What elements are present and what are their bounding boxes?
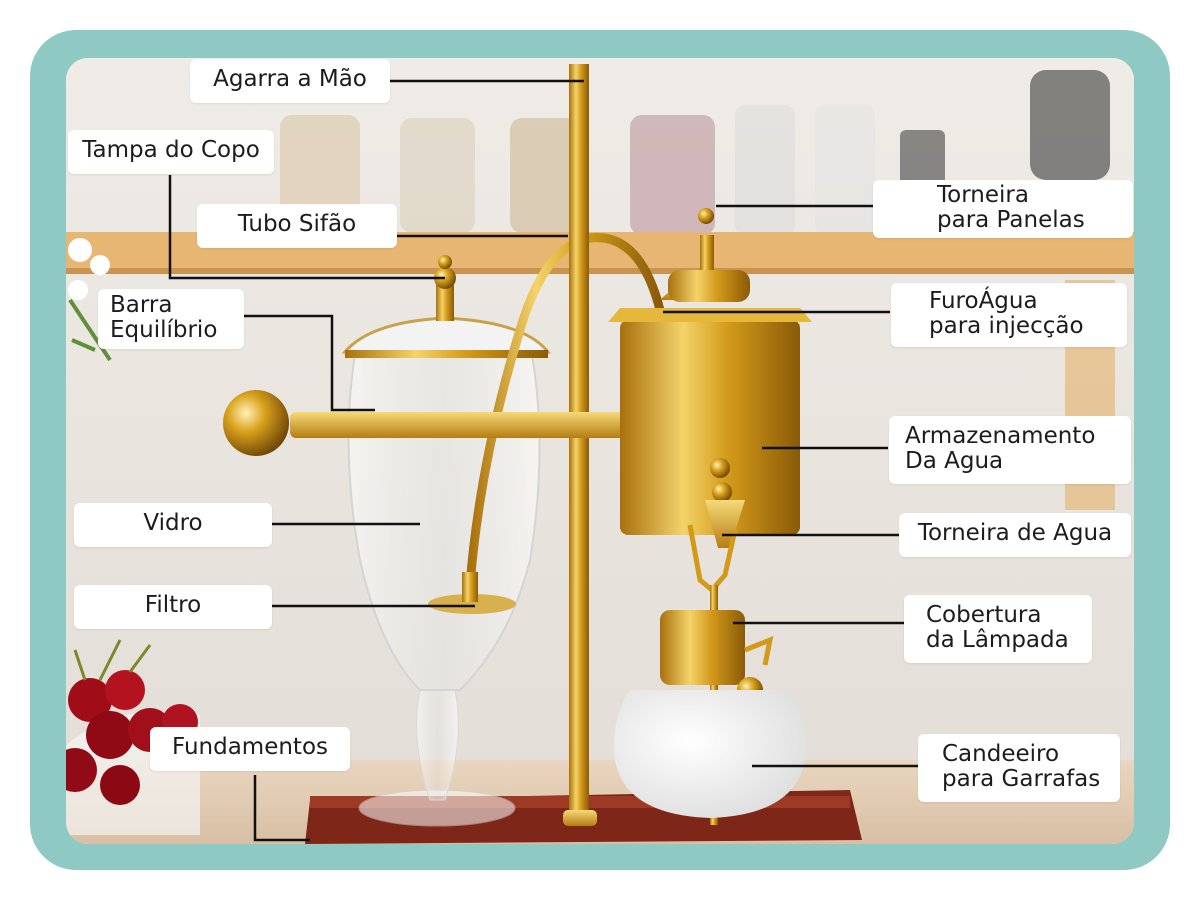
label-barra: Barra Equilíbrio [98, 289, 244, 349]
label-filtro: Filtro [74, 585, 272, 629]
label-furo: FuroÁgua para injecção [891, 283, 1127, 347]
label-agarra: Agarra a Mão [190, 59, 390, 103]
label-candeeiro-line2: para Garrafas [942, 766, 1101, 792]
label-tubo: Tubo Sifão [197, 204, 397, 248]
label-cobertura: Cobertura da Lâmpada [904, 595, 1092, 663]
label-furo-line2: para injecção [929, 313, 1084, 339]
label-barra-line2: Equilíbrio [110, 317, 218, 343]
label-cobertura-line2: da Lâmpada [926, 627, 1069, 653]
label-torneira-agua: Torneira de Agua [899, 513, 1131, 557]
label-furo-line1: FuroÁgua [929, 288, 1038, 314]
label-fundamentos: Fundamentos [150, 727, 350, 771]
label-armazenamento: Armazenamento Da Agua [889, 416, 1131, 484]
label-candeeiro: Candeeiro para Garrafas [918, 734, 1120, 802]
label-barra-line1: Barra [110, 292, 173, 318]
label-armazenamento-line1: Armazenamento [905, 423, 1096, 449]
label-vidro-text: Vidro [143, 510, 203, 536]
label-candeeiro-line1: Candeeiro [942, 741, 1060, 767]
label-torneira-agua-text: Torneira de Agua [917, 520, 1113, 546]
label-tampa: Tampa do Copo [68, 130, 274, 174]
label-vidro: Vidro [74, 503, 272, 547]
label-torneira-panelas-line2: para Panelas [937, 207, 1085, 233]
label-torneira-panelas-line1: Torneira [937, 182, 1029, 208]
label-agarra-text: Agarra a Mão [213, 66, 367, 92]
label-armazenamento-line2: Da Agua [905, 448, 1004, 474]
label-tampa-text: Tampa do Copo [82, 137, 260, 163]
label-tubo-text: Tubo Sifão [237, 211, 357, 237]
label-fundamentos-text: Fundamentos [171, 734, 329, 760]
label-cobertura-line1: Cobertura [926, 602, 1042, 628]
label-filtro-text: Filtro [144, 592, 202, 618]
label-torneira-panelas: Torneira para Panelas [873, 180, 1133, 238]
